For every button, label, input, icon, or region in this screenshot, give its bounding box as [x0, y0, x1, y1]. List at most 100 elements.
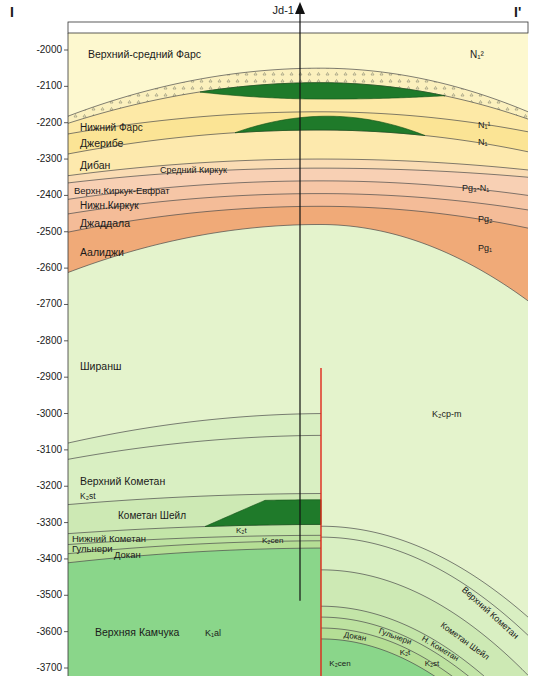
layer-boundary [68, 83, 528, 124]
depth-tick [64, 595, 68, 596]
age-index: Pg₁ [478, 244, 492, 253]
depth-label: -3600 [36, 627, 62, 637]
depth-axis [68, 33, 69, 676]
formation-name: Дибан [80, 159, 110, 170]
formation-name: Джерибе [80, 138, 123, 149]
frame [64, 2, 528, 676]
depth-label: -3000 [36, 409, 62, 419]
age-index: K₂t [400, 649, 411, 657]
section-mark: I' [514, 5, 521, 19]
stratum-fill [68, 541, 321, 676]
stratum-fill [68, 112, 528, 676]
layer-boundary [68, 159, 528, 176]
depth-tick [64, 231, 68, 232]
stratum-fill [68, 194, 528, 676]
formation-name: Джаддала [80, 218, 130, 229]
layer-boundary [68, 524, 321, 533]
age-index: N₁ [478, 137, 488, 146]
depth-label: -2400 [36, 190, 62, 200]
strata [68, 33, 528, 676]
depth-label: -2900 [36, 372, 62, 382]
formation-name: Докан [114, 550, 141, 560]
layer-boundary [68, 414, 321, 443]
depth-label: -2500 [36, 227, 62, 237]
depth-label: -2600 [36, 263, 62, 273]
depth-label: -2700 [36, 299, 62, 309]
stratum-fill [68, 83, 528, 676]
depth-tick [64, 304, 68, 305]
age-index: Pg₃-N₁ [462, 184, 489, 193]
formation-name: Нижний Фарс [80, 123, 143, 133]
stratum-fill [68, 435, 321, 676]
oil-lens [200, 83, 445, 99]
depth-tick [64, 340, 68, 341]
depth-tick [64, 413, 68, 414]
well-name: Jd-1 [273, 5, 294, 16]
stratum-fill [68, 524, 321, 676]
formation-name: Аалиджи [80, 247, 124, 258]
depth-label: -2300 [36, 154, 62, 164]
age-index: N₁¹ [478, 121, 491, 130]
depth-tick [64, 522, 68, 523]
age-index: Pg₂ [478, 215, 493, 224]
layer-boundary [68, 224, 528, 300]
depth-label: -3500 [36, 590, 62, 600]
age-index: K₂cen [262, 537, 283, 545]
age-index: N₁² [470, 50, 484, 60]
stratum-fill [68, 181, 528, 676]
depth-tick [64, 268, 68, 269]
age-index: K₂st [80, 492, 96, 501]
layer-boundary [321, 526, 528, 617]
well-line [299, 12, 300, 601]
layer-boundary [321, 628, 528, 676]
formation-name: Нижн.Киркук [80, 201, 139, 211]
depth-tick [64, 668, 68, 669]
layer-boundary [68, 194, 528, 214]
depth-label: -2000 [36, 45, 62, 55]
depth-label: -3400 [36, 554, 62, 564]
layer-boundary [68, 181, 528, 199]
age-index: K₂cen [329, 660, 350, 668]
stratum-fill [68, 130, 528, 676]
depth-label: -2800 [36, 336, 62, 346]
age-index: K₁al [205, 629, 221, 638]
formation-name: Верхняя Камчука [95, 626, 179, 637]
age-index: K₂cp-m [432, 409, 462, 418]
well-arrow [295, 2, 305, 14]
depth-tick [64, 631, 68, 632]
header-bar [68, 22, 528, 33]
depth-tick [64, 195, 68, 196]
depth-tick [64, 558, 68, 559]
depth-tick [64, 50, 68, 51]
formation-name: Нижний Кометан [72, 534, 146, 544]
stratum-fill [68, 68, 528, 676]
depth-tick [64, 486, 68, 487]
formation-name: Ширанш [80, 361, 121, 372]
layer-boundary [68, 130, 528, 154]
formation-name: Верхн.Киркук-Евфрат [74, 186, 170, 196]
formation-name: Верхний Кометан [80, 476, 165, 487]
formation-name: Кометан Шейл [118, 511, 186, 521]
age-index: K₂st [425, 660, 440, 668]
depth-tick [64, 449, 68, 450]
stratum-fill [68, 535, 321, 676]
formation-name: Средний Киркук [160, 165, 227, 174]
depth-tick [64, 122, 68, 123]
layer-boundary [68, 68, 528, 116]
depth-tick [64, 377, 68, 378]
stratum-fill [68, 494, 321, 676]
depth-tick [64, 86, 68, 87]
formation-name: Гульнери [72, 544, 113, 554]
depth-label: -3100 [36, 445, 62, 455]
layer-boundary [68, 435, 321, 459]
stratum-fill [68, 414, 321, 676]
age-index: K₂t [236, 527, 247, 535]
oil-lens [235, 116, 425, 135]
stratum-fill [68, 224, 528, 676]
stratum-fill [68, 168, 528, 676]
stratum-fill [68, 548, 321, 676]
depth-label: -3200 [36, 481, 62, 491]
fault-line [320, 368, 321, 676]
formation-name: Верхний-средний Фарс [88, 49, 201, 60]
